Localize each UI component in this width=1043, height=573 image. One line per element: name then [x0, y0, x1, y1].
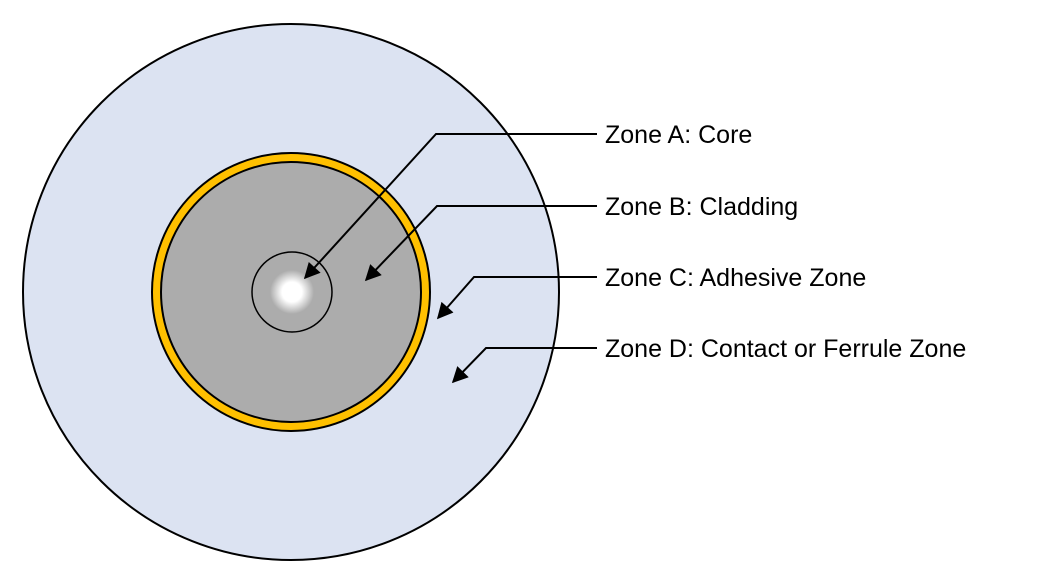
- zone-b-leader-line: [364, 205, 597, 282]
- core-glow: [270, 270, 314, 314]
- zone-c-label: Zone C: Adhesive Zone: [605, 264, 866, 292]
- zone-c-leader-line: [436, 276, 597, 320]
- zone-b-label: Zone B: Cladding: [605, 193, 798, 221]
- zone-a-label: Zone A: Core: [605, 121, 752, 149]
- core-circle: [251, 251, 333, 333]
- zone-a-leader-line: [303, 133, 597, 280]
- zone-d-label: Zone D: Contact or Ferrule Zone: [605, 335, 966, 363]
- zone-d-leader-line: [451, 347, 597, 384]
